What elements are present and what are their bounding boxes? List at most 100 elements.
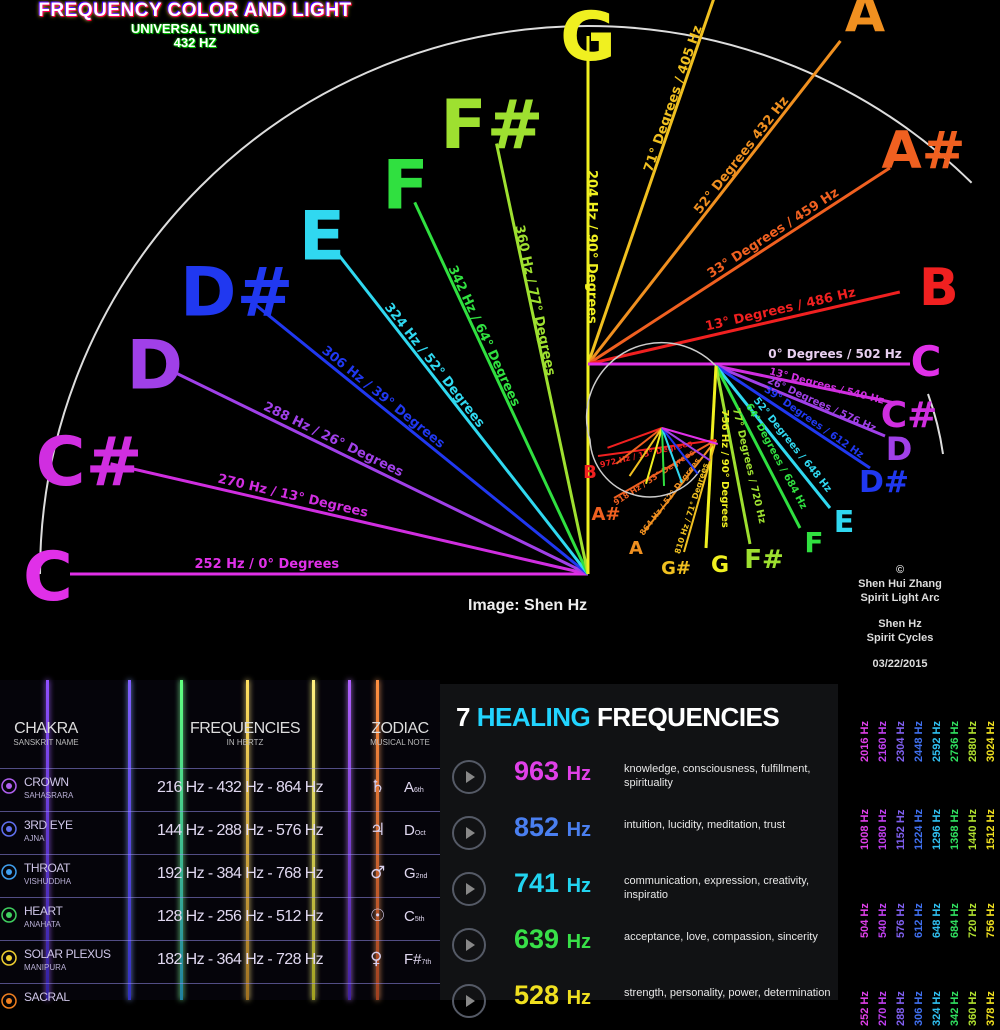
glow-divider xyxy=(246,680,249,1000)
grid-cell: 2304 Hz xyxy=(895,721,907,762)
ray-label-g-sharp: 71° Degrees / 405 Hz xyxy=(641,24,705,174)
copyright-symbol: © xyxy=(895,564,905,576)
grid-cell: 2592 Hz xyxy=(931,721,943,762)
ray-label-d: 288 Hz / 26° Degrees xyxy=(261,399,406,480)
grid-cell: 2448 Hz xyxy=(913,721,925,762)
spiral-ray xyxy=(661,427,711,462)
chakra-symbol-icon xyxy=(0,949,18,967)
grid-cell: 342 Hz xyxy=(949,991,961,1026)
grid-cell: 576 Hz xyxy=(895,903,907,938)
grid-cell: 2016 Hz xyxy=(859,721,871,762)
inner-note-d: D xyxy=(886,430,913,468)
chakra-name: SACRAL xyxy=(24,990,70,1004)
chakra-name: 3RD EYE xyxy=(24,818,73,832)
ray-a xyxy=(586,39,842,365)
zodiac-planet: ♀ xyxy=(370,949,383,969)
chakra-frequencies: 182 Hz - 364 Hz - 728 Hz xyxy=(156,951,324,968)
healing-frequency-value: 528 xyxy=(514,980,560,1010)
frequencies-header: FREQUENCIES IN HERTZ xyxy=(180,720,310,747)
note-c-sharp: C# xyxy=(36,423,143,502)
healing-title-word: HEALING xyxy=(476,702,591,732)
musical-note-letter: A xyxy=(404,779,415,796)
grid-cell: 540 Hz xyxy=(877,903,889,938)
inner-note-b: B xyxy=(583,462,597,483)
chakra-symbol-icon xyxy=(0,906,18,924)
ray-f-sharp xyxy=(495,143,590,575)
frequencies-header-title: FREQUENCIES xyxy=(189,720,301,737)
zodiac-planet: ♂ xyxy=(370,863,386,883)
grid-cell: 612 Hz xyxy=(913,903,925,938)
zodiac-planet: ♄ xyxy=(370,777,386,797)
glow-divider xyxy=(348,680,351,1000)
sanskrit-name: AJNA xyxy=(24,834,45,843)
author-name: Shen Hui Zhang xyxy=(858,578,942,590)
ray-f xyxy=(413,201,590,575)
grid-cell: 378 Hz xyxy=(985,991,997,1026)
healing-title-word: FREQUENCIES xyxy=(596,702,780,732)
glow-divider xyxy=(128,680,131,1000)
grid-cell: 504 Hz xyxy=(859,903,871,938)
note-a: A xyxy=(845,0,885,44)
inner-label-c: 0° Degrees / 502 Hz xyxy=(768,347,902,361)
inner-note-a: A xyxy=(629,538,643,559)
chakra-symbol-icon xyxy=(0,992,18,1010)
glow-divider xyxy=(180,680,183,1000)
note-d-sharp: D# xyxy=(180,254,293,333)
chakra-frequencies: 216 Hz - 432 Hz - 864 Hz xyxy=(156,779,324,796)
inner-ray-f xyxy=(714,365,802,529)
ray-a-sharp xyxy=(587,166,891,366)
inner-note-f-sharp: F# xyxy=(744,545,784,575)
outer-arc xyxy=(39,24,973,575)
inner-note-e: E xyxy=(834,505,855,540)
inner-note-a-sharp: A# xyxy=(591,504,620,525)
musical-note-interval: 7th xyxy=(421,959,432,966)
chakra-name: SOLAR PLEXUS xyxy=(24,947,111,961)
musical-note: F#7th xyxy=(404,951,431,968)
inner-ray-f-sharp xyxy=(714,365,752,545)
grid-cell: 288 Hz xyxy=(895,991,907,1026)
grid-cell: 684 Hz xyxy=(949,903,961,938)
inner-note-c-sharp: C# xyxy=(881,395,938,436)
play-button[interactable] xyxy=(452,760,486,794)
author-project: Spirit Light Arc xyxy=(860,592,940,604)
ray-g-sharp xyxy=(586,0,715,365)
play-button[interactable] xyxy=(452,984,486,1018)
healing-frequency-value: 852 xyxy=(514,812,560,842)
glow-divider xyxy=(376,680,379,1000)
musical-note: C5th xyxy=(404,908,425,925)
healing-frequency: 528 Hz xyxy=(514,980,591,1011)
grid-cell: 648 Hz xyxy=(931,903,943,938)
play-button[interactable] xyxy=(452,816,486,850)
note-e: E xyxy=(299,198,345,277)
ray-label-a: 52° Degrees 432 Hz xyxy=(691,94,792,217)
grid-cell: 306 Hz xyxy=(913,991,925,1026)
musical-note-interval: 2nd xyxy=(415,873,428,880)
grid-cell: 270 Hz xyxy=(877,991,889,1026)
outer-arc-right xyxy=(927,393,944,455)
page-title: FREQUENCY COLOR AND LIGHT xyxy=(38,0,352,21)
spiral-ray xyxy=(661,427,683,483)
note-a-sharp: A# xyxy=(882,121,966,181)
inner-ray-e xyxy=(714,365,832,509)
healing-frequency: 741 Hz xyxy=(514,868,591,899)
inner-note-f: F xyxy=(804,526,823,559)
play-button[interactable] xyxy=(452,928,486,962)
healing-frequency-unit: Hz xyxy=(566,987,592,1009)
grid-cell: 252 Hz xyxy=(859,991,871,1026)
ray-label-f-sharp: 360 Hz / 77° Degrees xyxy=(511,224,558,378)
copyright-block: © Shen Hui Zhang Spirit Light Arc Shen H… xyxy=(838,563,962,671)
healing-description: strength, personality, power, determinat… xyxy=(624,987,831,999)
play-button[interactable] xyxy=(452,872,486,906)
spiral-ray xyxy=(661,427,699,475)
healing-frequency: 639 Hz xyxy=(514,924,591,955)
frequencies-header-sub: IN HERTZ xyxy=(226,738,264,747)
chakra-frequencies: 128 Hz - 256 Hz - 512 Hz xyxy=(156,908,324,925)
